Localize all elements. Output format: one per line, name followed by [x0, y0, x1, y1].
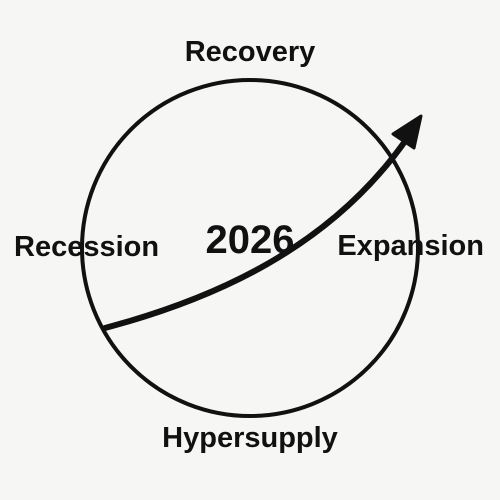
phase-label-recession: Recession	[14, 231, 160, 263]
center-year-label: 2026	[205, 218, 295, 262]
trend-arrow-head	[391, 114, 423, 150]
phase-label-recovery: Recovery	[184, 36, 316, 68]
cycle-circle	[80, 78, 420, 418]
trend-arrow-line	[102, 134, 411, 331]
phase-label-hypersupply: Hypersupply	[162, 422, 338, 454]
phase-label-expansion: Expansion	[337, 230, 484, 262]
